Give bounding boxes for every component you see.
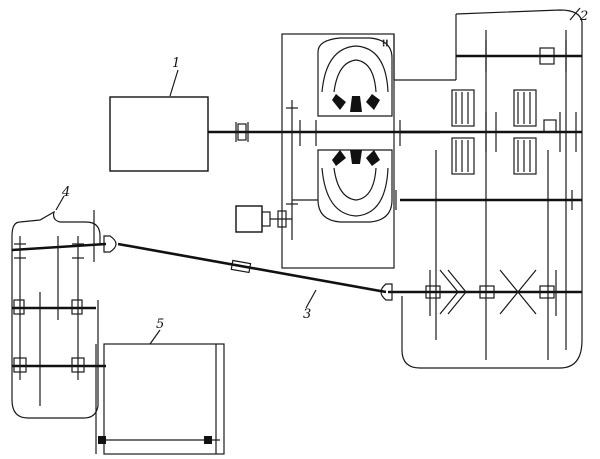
auxiliary-pump (235, 199, 318, 233)
label-gearbox: 2 (579, 9, 588, 24)
label-final-drive: 4 (61, 185, 70, 200)
torque-converter: !! (281, 14, 457, 269)
label-pump-unit: 5 (156, 317, 164, 332)
engine-unit: 1 (109, 56, 300, 172)
propeller-shaft: 3 (103, 235, 387, 322)
label-propeller-shaft: 3 (303, 307, 311, 322)
label-engine: 1 (172, 56, 180, 71)
pump-unit: 5 (95, 317, 225, 455)
final-drive-unit: 4 (11, 185, 107, 419)
svg-text:!!: !! (382, 39, 388, 48)
gearbox-unit: 2 (380, 7, 588, 369)
